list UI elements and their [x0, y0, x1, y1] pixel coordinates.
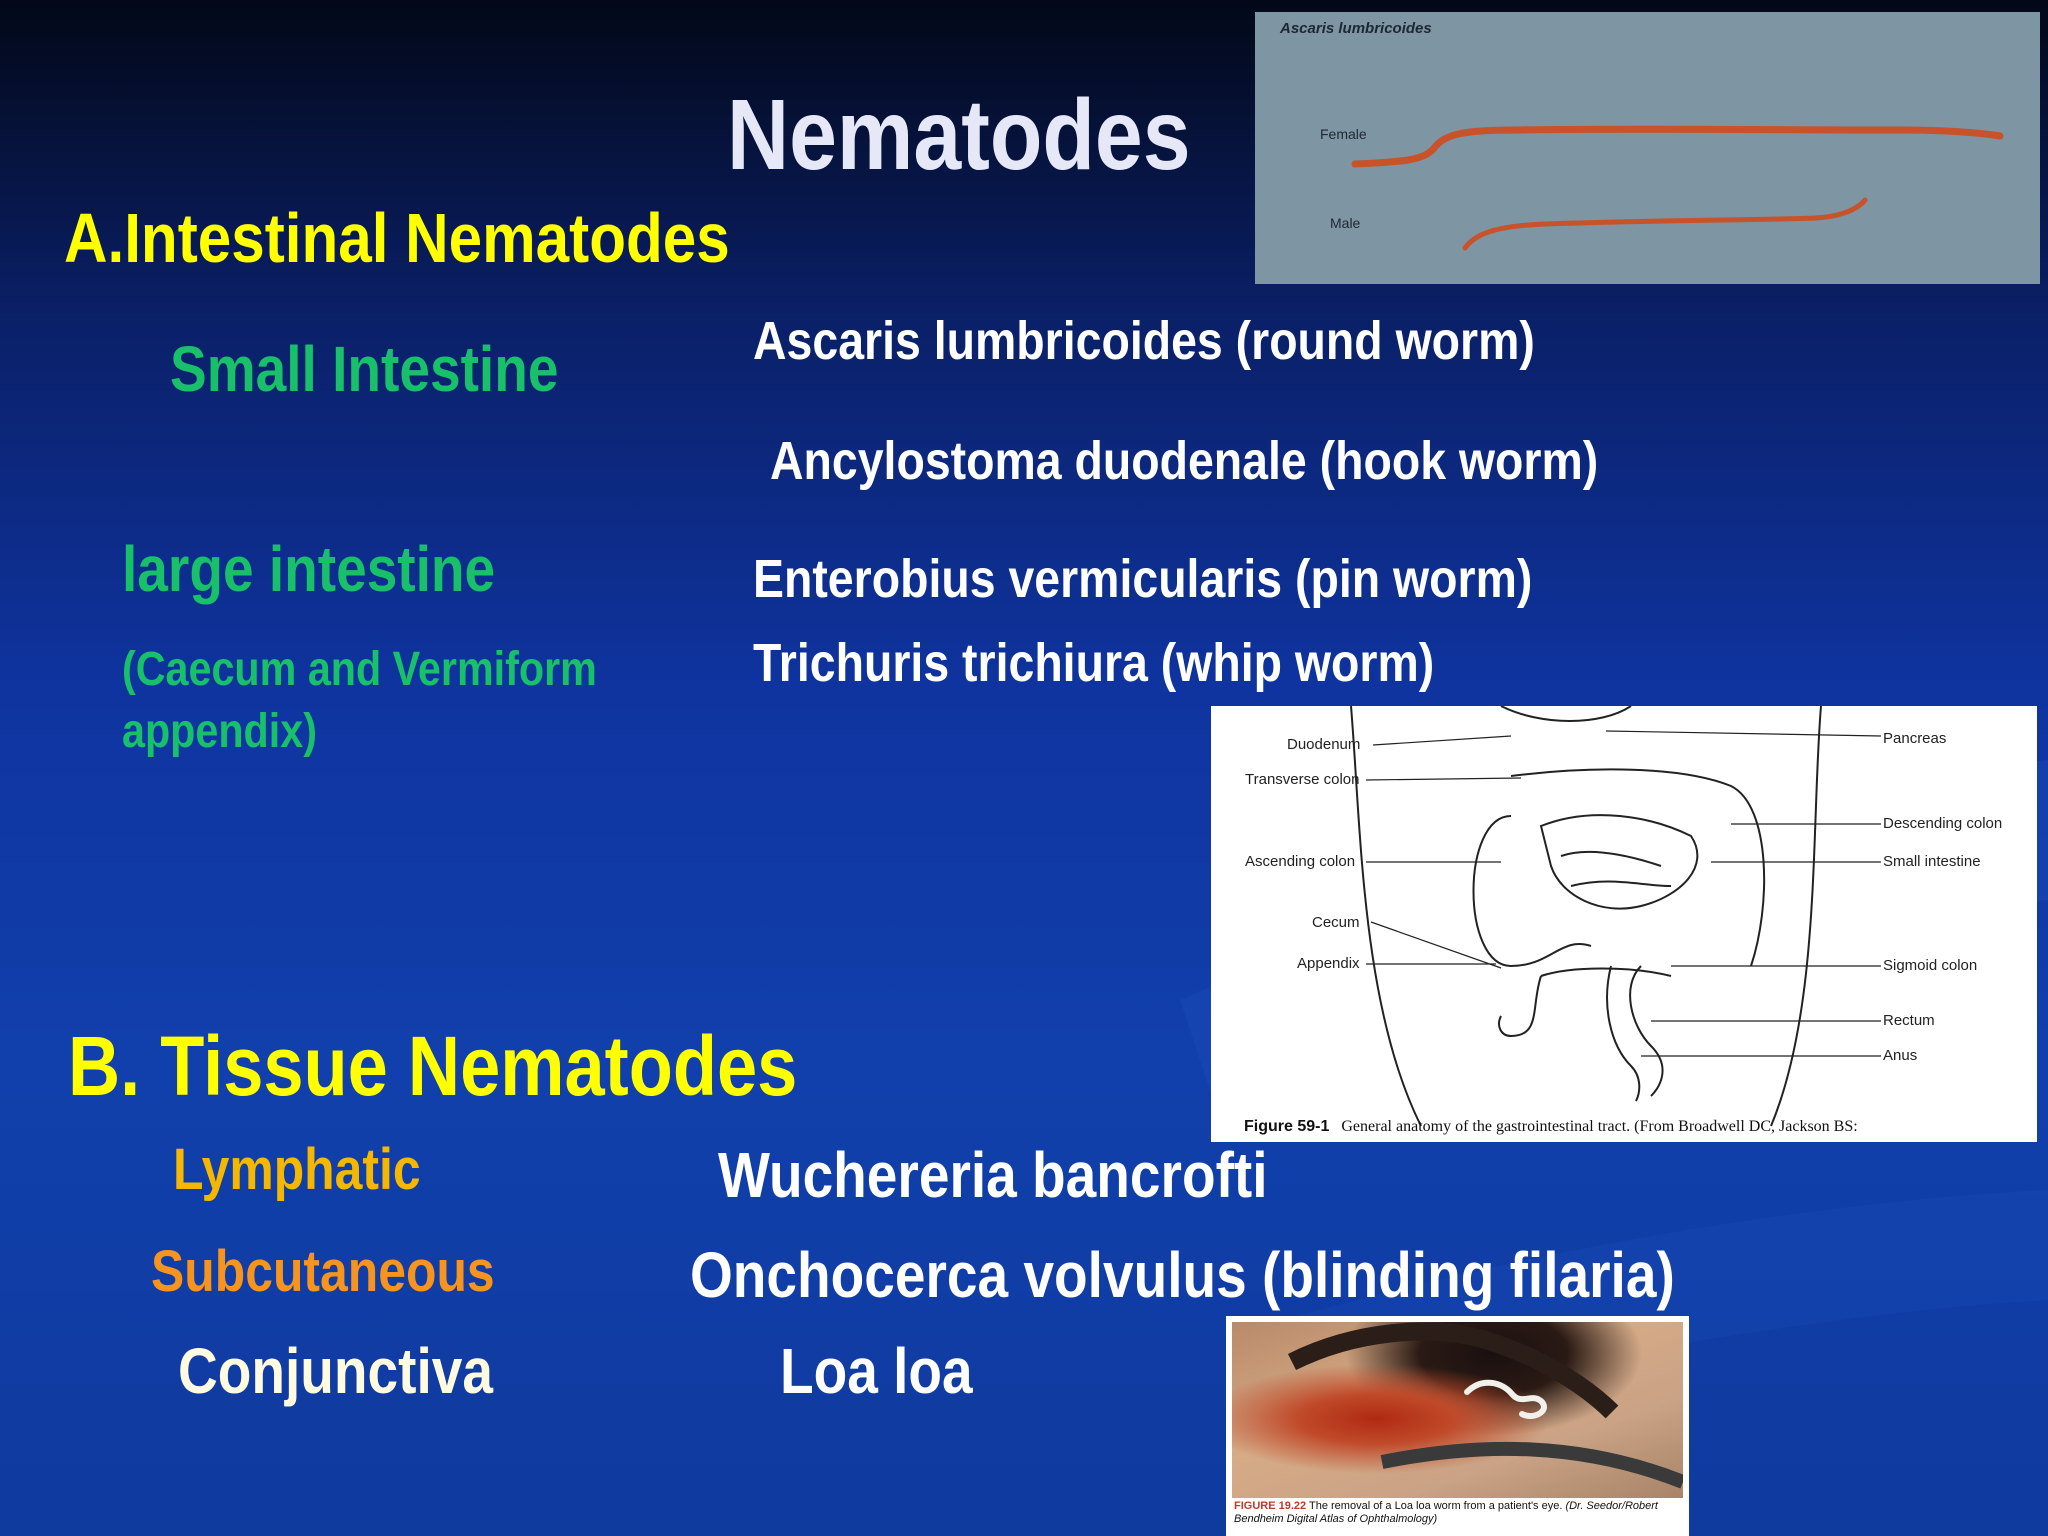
eye-caption-credit: (Dr. Seedor/Robert Bendheim Digital Atla…: [1234, 1500, 1658, 1525]
section-b-heading: B. Tissue Nematodes: [68, 1019, 798, 1113]
small-intestine-label: Small Intestine: [170, 333, 559, 405]
gi-label-transverse-colon: Transverse colon: [1245, 771, 1360, 788]
eye-photo-drawing: [1287, 1322, 1683, 1489]
loa-loa-eye-photo: FIGURE 19.22 The removal of a Loa loa wo…: [1226, 1316, 1689, 1536]
gi-label-rectum: Rectum: [1883, 1012, 1935, 1029]
worms-drawing: [1351, 125, 2004, 251]
species-wuchereria: Wuchereria bancrofti: [718, 1139, 1268, 1211]
species-ascaris: Ascaris lumbricoides (round worm): [753, 311, 1535, 371]
eye-caption-text: The removal of a Loa loa worm from a pat…: [1309, 1500, 1563, 1512]
gi-label-duodenum: Duodenum: [1287, 736, 1361, 753]
ascaris-worms-photo: Ascaris lumbricoides Female Male: [1255, 12, 2040, 284]
male-label: Male: [1330, 215, 1361, 231]
species-ancylostoma: Ancylostoma duodenale (hook worm): [770, 431, 1599, 491]
species-loa-loa: Loa loa: [780, 1335, 973, 1407]
large-intestine-label: large intestine: [122, 533, 496, 605]
gi-tract-drawing: [1350, 706, 1882, 1127]
species-trichuris: Trichuris trichiura (whip worm): [753, 633, 1435, 693]
site-subcutaneous: Subcutaneous: [151, 1239, 495, 1304]
slide-title: Nematodes: [727, 79, 1191, 191]
gi-figure-caption: Figure 59-1 General anatomy of the gastr…: [1244, 1118, 1858, 1136]
gi-figure-text: General anatomy of the gastrointestinal …: [1341, 1118, 1858, 1135]
site-lymphatic: Lymphatic: [173, 1137, 421, 1202]
female-label: Female: [1320, 126, 1367, 142]
species-onchocerca: Onchocerca volvulus (blinding filaria): [690, 1239, 1675, 1311]
gi-label-cecum: Cecum: [1312, 914, 1360, 931]
eye-figure-label: FIGURE 19.22: [1234, 1500, 1307, 1512]
worms-photo-caption: Ascaris lumbricoides: [1280, 20, 1432, 37]
gi-label-pancreas: Pancreas: [1883, 730, 1947, 747]
large-intestine-note-line2: appendix): [122, 705, 317, 758]
gi-label-descending-colon: Descending colon: [1883, 815, 2003, 832]
gi-label-small-intestine: Small intestine: [1883, 853, 1981, 870]
eye-figure-caption: FIGURE 19.22 The removal of a Loa loa wo…: [1234, 1500, 1682, 1526]
species-enterobius: Enterobius vermicularis (pin worm): [753, 549, 1533, 609]
gi-label-appendix: Appendix: [1297, 955, 1360, 972]
site-conjunctiva: Conjunctiva: [178, 1335, 493, 1407]
section-a-heading: A.Intestinal Nematodes: [64, 199, 730, 277]
gi-label-anus: Anus: [1883, 1047, 1918, 1064]
eye-photo-image: [1232, 1322, 1683, 1498]
large-intestine-note-line1: (Caecum and Vermiform: [122, 643, 597, 696]
gi-label-sigmoid-colon: Sigmoid colon: [1883, 957, 1978, 974]
gi-label-ascending-colon: Ascending colon: [1245, 853, 1356, 870]
gi-tract-diagram: Duodenum Transverse colon Ascending colo…: [1211, 706, 2037, 1142]
gi-figure-number: Figure 59-1: [1244, 1118, 1330, 1135]
